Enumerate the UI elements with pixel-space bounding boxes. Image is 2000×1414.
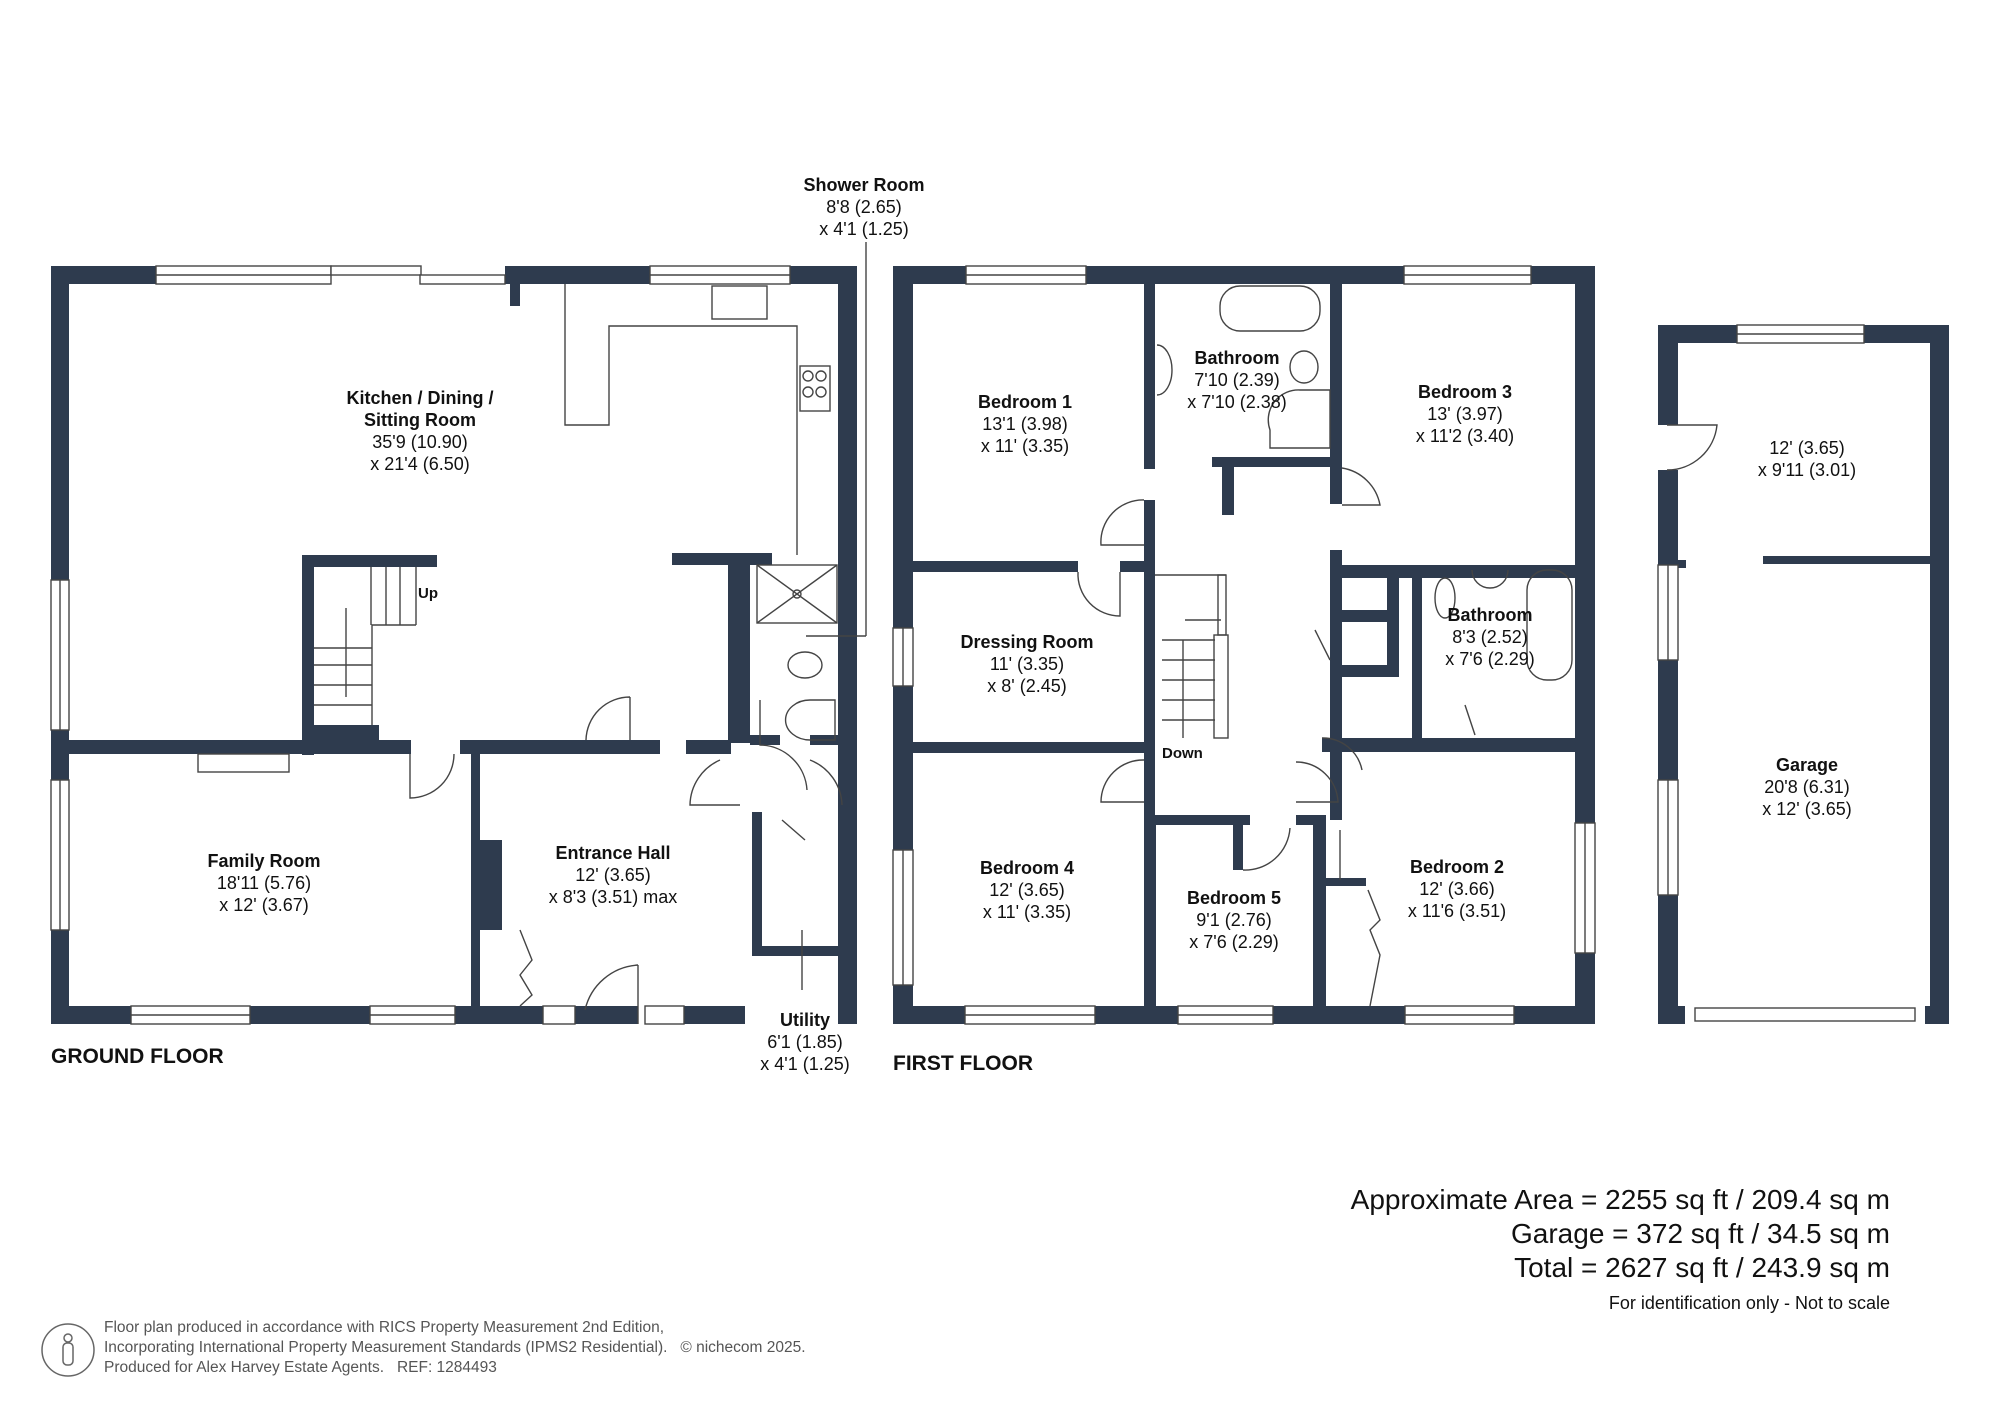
room-dim: 6'1 (1.85) xyxy=(767,1031,843,1052)
room-dim: 20'8 (6.31) xyxy=(1764,776,1850,797)
first-floor-title: FIRST FLOOR xyxy=(893,1052,1033,1075)
room-dim: 35'9 (10.90) xyxy=(372,431,468,452)
garage-fixtures xyxy=(1657,324,1916,1022)
room-dim: x 12' (3.67) xyxy=(219,894,309,915)
room-name: Bathroom xyxy=(1447,605,1533,625)
first-floor-fixtures xyxy=(892,265,1596,1025)
footer-disclaimer: Floor plan produced in accordance with R… xyxy=(104,1318,806,1378)
room-dim: 11' (3.35) xyxy=(989,653,1065,674)
room-dim: x 7'6 (2.29) xyxy=(1445,648,1535,669)
room-label-bedroom-1: Bedroom 1 13'1 (3.98) x 11' (3.35) xyxy=(978,392,1072,458)
room-label-bedroom-5: Bedroom 5 9'1 (2.76) x 7'6 (2.29) xyxy=(1187,888,1281,954)
room-dim: 13'1 (3.98) xyxy=(982,413,1068,434)
footer-line-3: Produced for Alex Harvey Estate Agents. … xyxy=(104,1358,806,1378)
room-name: Bedroom 4 xyxy=(979,858,1075,878)
footer-line-2: Incorporating International Property Mea… xyxy=(104,1338,806,1358)
room-label-utility: Utility 6'1 (1.85) x 4'1 (1.25) xyxy=(760,1010,849,1076)
room-dim: x 11'6 (3.51) xyxy=(1407,900,1507,921)
room-label-bedroom-2: Bedroom 2 12' (3.66) x 11'6 (3.51) xyxy=(1408,857,1506,923)
room-dim: 8'8 (2.65) xyxy=(826,196,902,217)
footer-line-3-text: Produced for Alex Harvey Estate Agents. xyxy=(104,1359,385,1376)
garage-walls xyxy=(1658,325,1949,1024)
room-label-family-room: Family Room 18'11 (5.76) x 12' (3.67) xyxy=(207,851,320,917)
room-dim: x 7'6 (2.29) xyxy=(1189,931,1279,952)
room-name: Bedroom 2 xyxy=(1409,857,1505,877)
room-name: Garage xyxy=(1775,755,1839,775)
room-label-bathroom-2: Bathroom 8'3 (2.52) x 7'6 (2.29) xyxy=(1445,605,1534,671)
room-dim: x 11'2 (3.40) xyxy=(1415,425,1515,446)
room-dim: 9'1 (2.76) xyxy=(1196,909,1272,930)
room-dim: x 12' (3.65) xyxy=(1762,798,1852,819)
ground-floor-fixtures xyxy=(50,242,867,1025)
room-dim: 8'3 (2.52) xyxy=(1452,626,1528,647)
room-name: Bedroom 5 xyxy=(1186,888,1282,908)
room-name: Bathroom xyxy=(1194,348,1280,368)
footer-line-1: Floor plan produced in accordance with R… xyxy=(104,1319,665,1336)
stairs-up-label: Up xyxy=(418,585,438,602)
scale-note: For identification only - Not to scale xyxy=(1608,1293,1890,1313)
room-dim: x 4'1 (1.25) xyxy=(760,1053,850,1074)
room-dim: x 4'1 (1.25) xyxy=(819,218,909,239)
room-dim: 13' (3.97) xyxy=(1427,403,1503,424)
room-name: Entrance Hall xyxy=(555,843,671,863)
area-garage: Garage = 372 sq ft / 34.5 sq m xyxy=(1511,1218,1890,1249)
room-label-bedroom-4: Bedroom 4 12' (3.65) x 11' (3.35) xyxy=(980,858,1074,924)
area-approximate: Approximate Area = 2255 sq ft / 209.4 sq… xyxy=(1350,1184,1890,1215)
stairs-down-label: Down xyxy=(1162,745,1203,762)
footer-line-2-text: Incorporating International Property Mea… xyxy=(104,1339,668,1356)
room-name: Sitting Room xyxy=(364,409,476,430)
room-name: Dressing Room xyxy=(960,632,1094,652)
room-label-garage: Garage 20'8 (6.31) x 12' (3.65) xyxy=(1762,755,1851,821)
room-label-kitchen: Kitchen / Dining / Sitting Room 35'9 (10… xyxy=(347,388,494,476)
room-dim: x 7'10 (2.38) xyxy=(1187,391,1287,412)
room-label-bedroom-3: Bedroom 3 13' (3.97) x 11'2 (3.40) xyxy=(1416,382,1514,448)
room-dim: x 8' (2.45) xyxy=(987,675,1067,696)
room-name: Utility xyxy=(779,1010,831,1030)
room-dim: x 9'11 (3.01) xyxy=(1757,459,1857,480)
room-label-dressing-room: Dressing Room 11' (3.35) x 8' (2.45) xyxy=(960,632,1093,698)
reference: REF: 1284493 xyxy=(396,1359,497,1376)
ground-floor-title: GROUND FLOOR xyxy=(51,1045,224,1068)
room-name: Family Room xyxy=(207,851,321,871)
room-label-garage-store: 12' (3.65) x 9'11 (3.01) xyxy=(1758,438,1856,482)
ground-floor-walls xyxy=(51,266,857,1024)
room-dim: 12' (3.65) xyxy=(575,864,651,885)
room-name: Kitchen / Dining / xyxy=(346,388,494,408)
room-dim: x 11' (3.35) xyxy=(982,901,1072,922)
room-label-bathroom-1: Bathroom 7'10 (2.39) x 7'10 (2.38) xyxy=(1187,348,1287,414)
room-dim: x 8'3 (3.51) max xyxy=(548,886,678,907)
room-label-entrance-hall: Entrance Hall 12' (3.65) x 8'3 (3.51) ma… xyxy=(549,843,678,909)
room-name: Bedroom 1 xyxy=(977,392,1073,412)
room-name: Bedroom 3 xyxy=(1417,382,1513,402)
room-dim: 12' (3.65) xyxy=(1769,438,1845,458)
room-label-shower-room: Shower Room 8'8 (2.65) x 4'1 (1.25) xyxy=(803,175,924,241)
room-dim: 18'11 (5.76) xyxy=(216,872,312,893)
room-dim: x 21'4 (6.50) xyxy=(370,453,470,474)
room-dim: 12' (3.66) xyxy=(1419,878,1495,899)
room-dim: 12' (3.65) xyxy=(989,879,1065,900)
room-name: Shower Room xyxy=(803,175,925,195)
room-dim: 7'10 (2.39) xyxy=(1194,369,1280,390)
room-dim: x 11' (3.35) xyxy=(980,435,1070,456)
copyright: © nichecom 2025. xyxy=(680,1339,806,1356)
area-total: Total = 2627 sq ft / 243.9 sq m xyxy=(1514,1252,1890,1283)
person-info-icon xyxy=(41,1323,95,1377)
